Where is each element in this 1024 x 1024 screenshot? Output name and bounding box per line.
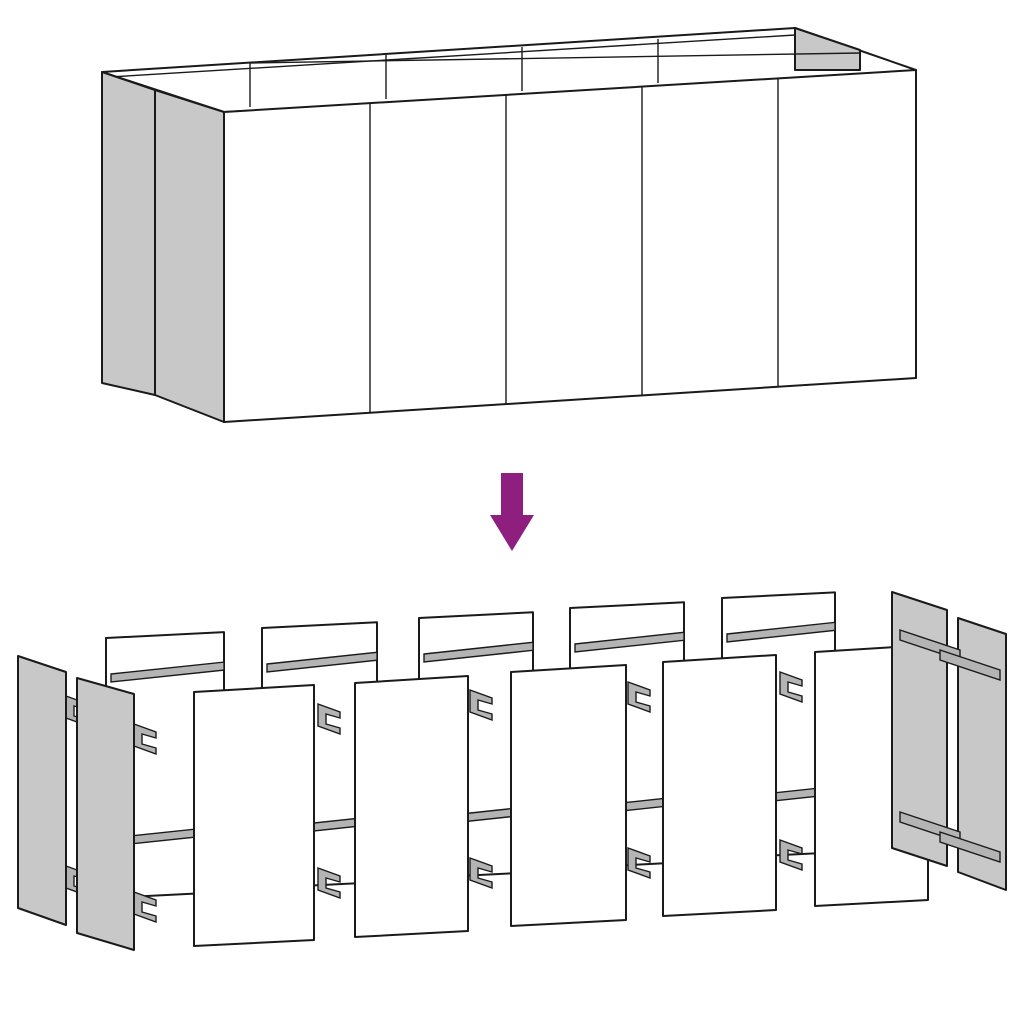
back-panel-rail — [110, 661, 225, 683]
side-rail — [939, 649, 1001, 681]
right-side-panel-1 — [891, 591, 948, 867]
back-panel-rail — [266, 651, 378, 673]
bracket — [317, 703, 341, 735]
assembled-planter — [101, 27, 917, 423]
back-panel-rail — [574, 631, 685, 653]
side-rail — [939, 831, 1001, 863]
front-panel-seams — [369, 78, 779, 413]
right-inner-wall — [794, 27, 861, 71]
bracket — [317, 867, 341, 899]
bracket — [779, 671, 803, 703]
bracket — [133, 723, 157, 755]
bracket — [133, 891, 157, 923]
bracket — [627, 847, 651, 879]
arrow-down-icon — [490, 473, 534, 551]
bracket — [469, 689, 493, 721]
back-panel-rail — [726, 621, 836, 643]
left-side-panel-1 — [101, 71, 156, 396]
right-side-panel-2 — [957, 617, 1007, 891]
left-side-panel-1 — [17, 655, 67, 926]
bracket — [779, 839, 803, 871]
back-panel-seams — [109, 34, 861, 107]
back-panel-rail — [423, 641, 534, 663]
bracket — [627, 681, 651, 713]
left-side-panel-2 — [154, 89, 225, 423]
front-face — [223, 69, 917, 423]
front-panel — [510, 664, 627, 927]
exploded-planter — [17, 591, 1007, 951]
front-panel — [193, 684, 315, 947]
front-panel — [662, 654, 777, 917]
bracket — [469, 857, 493, 889]
front-panel — [354, 675, 469, 938]
left-side-panel-2 — [76, 677, 135, 951]
